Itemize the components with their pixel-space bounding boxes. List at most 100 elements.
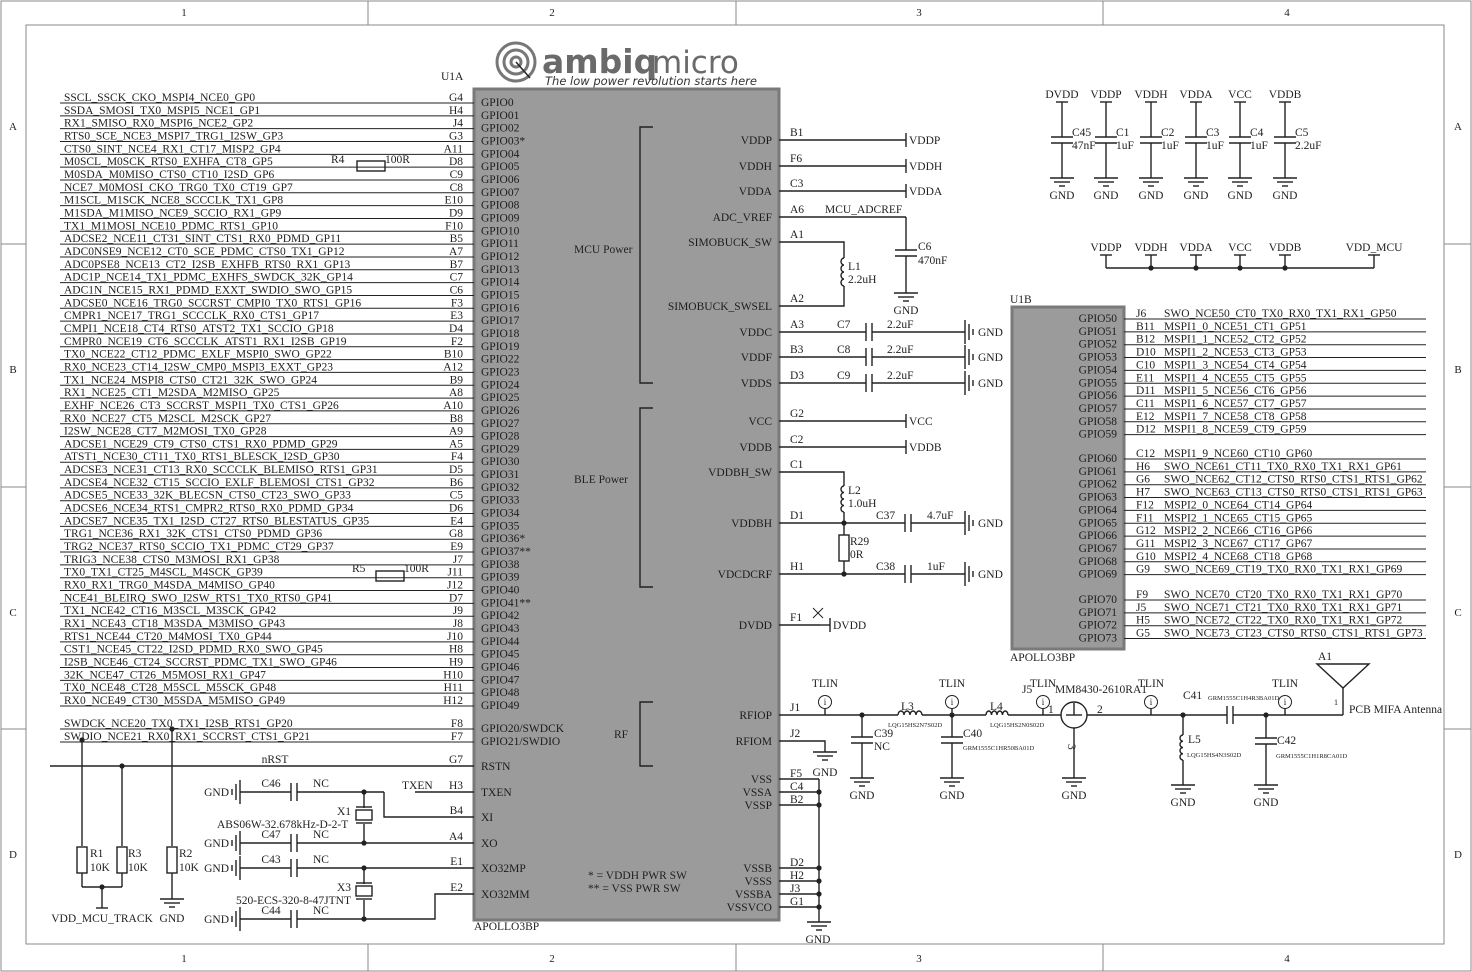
- decap-value: 2.2uF: [887, 319, 914, 331]
- u1b-ball-label: G5: [1136, 628, 1150, 640]
- gpio-pin-name: GPIO05: [481, 161, 520, 173]
- power-port-label: VCC: [1228, 242, 1252, 254]
- gpio-net-label: TX0_NCE22_CT12_PDMC_EXLF_MSPI0_SWO_GP22: [64, 349, 332, 361]
- gpio-ball-label: D9: [449, 207, 463, 219]
- power-pin-name: VDDBH_SW: [708, 467, 772, 479]
- u1b-pin-name: GPIO64: [1079, 504, 1118, 516]
- decap-ref: C2: [1161, 127, 1175, 139]
- gpio-net-label: EXHF_NCE26_CT3_SCCRST_MSPI1_TX0_CTS1_GP2…: [64, 400, 339, 412]
- power-port-label: VDDA: [1179, 242, 1213, 254]
- gpio-net-label: RX0_NCE27_CT5_M2SCL_M2SCK_GP27: [64, 413, 271, 425]
- ground-label: GND: [1139, 190, 1164, 202]
- u1b-ball-label: B12: [1136, 334, 1155, 346]
- u1b-net-label: MSPI1_8_NCE59_CT9_GP59: [1164, 424, 1307, 436]
- crystal-cap-ref: C43: [261, 854, 280, 866]
- gpio-net-label: RTS0_SCE_NCE3_MSPI7_TRG1_I2SW_GP3: [64, 130, 283, 142]
- crystal-cap-value: NC: [313, 905, 329, 917]
- gpio-ball-label: C6: [450, 284, 464, 296]
- ground-label: GND: [204, 838, 229, 850]
- ble-power-group-label: BLE Power: [574, 474, 628, 486]
- ground-label: GND: [204, 863, 229, 875]
- rf-ball-label: J1: [790, 702, 800, 714]
- l2-wire: [820, 471, 845, 486]
- gpio-net-label: TRIG3_NCE38_CTS0_M3MOSI_RX1_GP38: [64, 554, 280, 566]
- r2-value: 10K: [179, 862, 200, 874]
- gpio-ball-label: F2: [451, 336, 463, 348]
- u1b-pin-name: GPIO55: [1079, 377, 1118, 389]
- decap-value: 4.7uF: [927, 510, 954, 522]
- vss-ball-label: J3: [790, 883, 800, 895]
- power-ball-label: F1: [790, 612, 802, 624]
- tlin-probe-glyph: i: [1150, 697, 1153, 707]
- c41-ref: C41: [1183, 690, 1202, 702]
- power-ball-label: A6: [790, 204, 804, 216]
- tlin-label: TLIN: [1272, 678, 1299, 690]
- rf-ball-label: J2: [790, 728, 800, 740]
- misc-pin-name: RSTN: [481, 761, 511, 773]
- gpio-net-label: I2SW_NCE28_CT7_M2MOSI_TX0_GP28: [64, 426, 267, 438]
- decap-ref: C7: [837, 319, 851, 331]
- c6-ref: C6: [918, 241, 932, 253]
- zone-row-label: A: [1454, 121, 1462, 133]
- gpio-net-label: ADCSE2_NCE11_CT31_SINT_CTS1_RX0_PDMD_GP1…: [64, 233, 341, 245]
- gpio-ball-label: J4: [453, 118, 463, 130]
- u1b-pin-name: GPIO62: [1079, 479, 1118, 491]
- decap-ref: C1: [1116, 127, 1130, 139]
- u1b-ball-label: E12: [1136, 411, 1155, 423]
- gpio-net-label: TX1_M1MOSI_NCE10_PDMC_RTS1_GP10: [64, 220, 278, 232]
- x1-part-number: ABS06W-32.678kHz-D-2-T: [217, 819, 348, 831]
- gpio-ball-label: H12: [443, 695, 463, 707]
- u1b-pin-name: GPIO54: [1079, 364, 1118, 376]
- decap-value: 1uF: [1206, 140, 1224, 152]
- ground-label: GND: [1228, 190, 1253, 202]
- gpio-ball-label: G3: [449, 130, 463, 142]
- junction-dot: [169, 726, 175, 732]
- u1b-ball-label: F12: [1136, 499, 1154, 511]
- u1b-ball-label: F11: [1136, 512, 1154, 524]
- u1b-net-label: SWO_NCE72_CT22_TX0_RX0_TX1_RX1_GP72: [1164, 615, 1403, 627]
- u1b-pin-name: GPIO53: [1079, 352, 1118, 364]
- gpio-net-label: TX1_NCE42_CT16_M3SCL_M3SCK_GP42: [64, 605, 276, 617]
- gpio-pin-name: GPIO41**: [481, 597, 531, 609]
- ground-label: GND: [1050, 190, 1075, 202]
- gpio-net-label: TRG2_NCE37_RTS0_SCCIO_TX1_PDMC_CT29_GP37: [64, 541, 334, 553]
- drawing-border: [25, 24, 1445, 945]
- crystal-cap-value: NC: [313, 854, 329, 866]
- mcu-power-group-label: MCU Power: [574, 244, 633, 256]
- gpio-ball-label: J7: [453, 554, 463, 566]
- gpio-pin-name: GPIO32: [481, 482, 520, 494]
- gpio-ball-label: A10: [443, 400, 463, 412]
- rf-pin-name: RFIOM: [736, 736, 772, 748]
- gpio-pin-name: GPIO49: [481, 700, 520, 712]
- u1b-ball-label: J6: [1136, 308, 1146, 320]
- gpio-pin-name: GPIO33: [481, 495, 520, 507]
- logo-brand: ambiq: [542, 42, 657, 81]
- power-ball-label: D1: [790, 510, 804, 522]
- u1b-ball-label: J5: [1136, 602, 1146, 614]
- tlin-probe-icon: [1144, 695, 1158, 709]
- ground-label: GND: [1184, 190, 1209, 202]
- decap-value: 47nF: [1072, 140, 1096, 152]
- vss-ball-label: D2: [790, 857, 804, 869]
- x1-ref: X1: [337, 806, 351, 818]
- gpio-net-label: 32K_NCE47_CT26_M5MOSI_RX1_GP47: [64, 669, 266, 681]
- gpio-pin-name: GPIO48: [481, 687, 520, 699]
- gpio-pin-name: GPIO17: [481, 315, 520, 327]
- l3-ref: L3: [901, 701, 914, 713]
- u1b-ball-label: G12: [1136, 525, 1156, 537]
- u1b-chip-body: [1010, 305, 1126, 651]
- u1b-ball-label: G9: [1136, 564, 1150, 576]
- crystal-cap-ref: C47: [261, 829, 280, 841]
- l2-inductor: [840, 485, 845, 513]
- u1b-net-label: MSPI2_1_NCE65_CT15_GP65: [1164, 512, 1312, 524]
- misc-ball-label: G7: [449, 754, 463, 766]
- x3-part-number: 520-ECS-320-8-47JTNT: [236, 895, 351, 907]
- u1b-ball-label: E11: [1136, 372, 1154, 384]
- power-port-label: VDDP: [1090, 242, 1121, 254]
- ground-label: GND: [1094, 190, 1119, 202]
- gpio-net-label: ADCSE3_NCE31_CT13_RX0_SCCCLK_BLEMISO_RTS…: [64, 464, 378, 476]
- power-pin-name: VDDA: [739, 186, 773, 198]
- nrst-net-label: nRST: [262, 754, 289, 766]
- decap-ref: C9: [837, 370, 851, 382]
- gpio-pin-name: GPIO42: [481, 610, 520, 622]
